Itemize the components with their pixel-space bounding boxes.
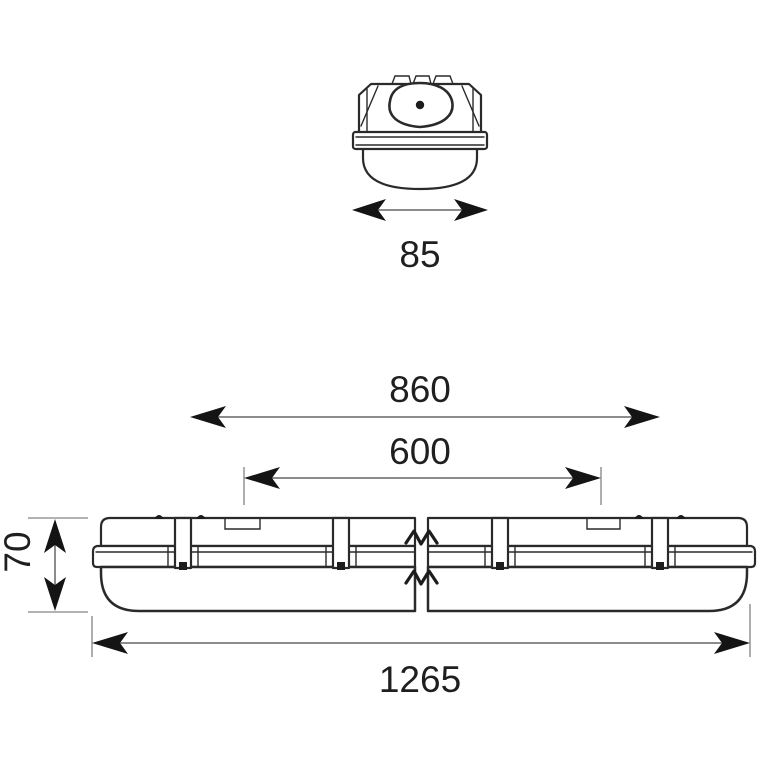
dimension-label-span-inner: 600 bbox=[389, 431, 451, 472]
end-view-band bbox=[351, 130, 489, 151]
end-view: 85 bbox=[351, 75, 489, 275]
side-view: 860 600 bbox=[0, 369, 757, 700]
left-housing bbox=[99, 516, 417, 548]
arrowhead-right bbox=[624, 406, 660, 428]
arrowhead-down bbox=[44, 577, 66, 611]
dimension-1265: 1265 bbox=[91, 604, 751, 700]
mounting-clip bbox=[644, 516, 676, 570]
break-marks bbox=[404, 529, 439, 586]
mounting-clips bbox=[167, 516, 676, 570]
center-point bbox=[415, 100, 425, 110]
dimension-70: 70 bbox=[0, 517, 88, 613]
arrowhead-up bbox=[44, 519, 66, 553]
dimension-label-span-outer: 860 bbox=[389, 369, 451, 410]
arrowhead-right bbox=[565, 467, 601, 489]
mounting-clip bbox=[325, 516, 357, 570]
mounting-tabs bbox=[391, 75, 454, 85]
arrowhead-right bbox=[454, 199, 488, 221]
dimension-label-end-width: 85 bbox=[399, 234, 440, 275]
dimension-860: 860 bbox=[190, 369, 660, 428]
dimension-85: 85 bbox=[352, 199, 488, 275]
end-view-diffuser bbox=[361, 147, 479, 191]
fixture-right-half bbox=[426, 516, 757, 613]
arrowhead-left bbox=[352, 199, 386, 221]
left-band bbox=[91, 544, 417, 569]
right-diffuser bbox=[426, 565, 749, 613]
screw-bumps bbox=[154, 515, 686, 519]
arrowhead-left bbox=[190, 406, 226, 428]
arrowhead-left bbox=[92, 632, 128, 654]
recess-notch-left bbox=[224, 517, 261, 530]
arrowhead-left bbox=[244, 467, 280, 489]
left-diffuser bbox=[99, 565, 417, 613]
dimension-label-height: 70 bbox=[0, 531, 38, 572]
dimension-600: 600 bbox=[243, 431, 602, 505]
recess-notch-right bbox=[586, 517, 621, 530]
arrowhead-right bbox=[714, 632, 750, 654]
right-band bbox=[426, 544, 757, 569]
mounting-clip bbox=[484, 516, 516, 570]
dimension-label-overall-length: 1265 bbox=[379, 659, 461, 700]
mounting-clip bbox=[167, 516, 199, 570]
fixture-left-half bbox=[91, 516, 417, 613]
